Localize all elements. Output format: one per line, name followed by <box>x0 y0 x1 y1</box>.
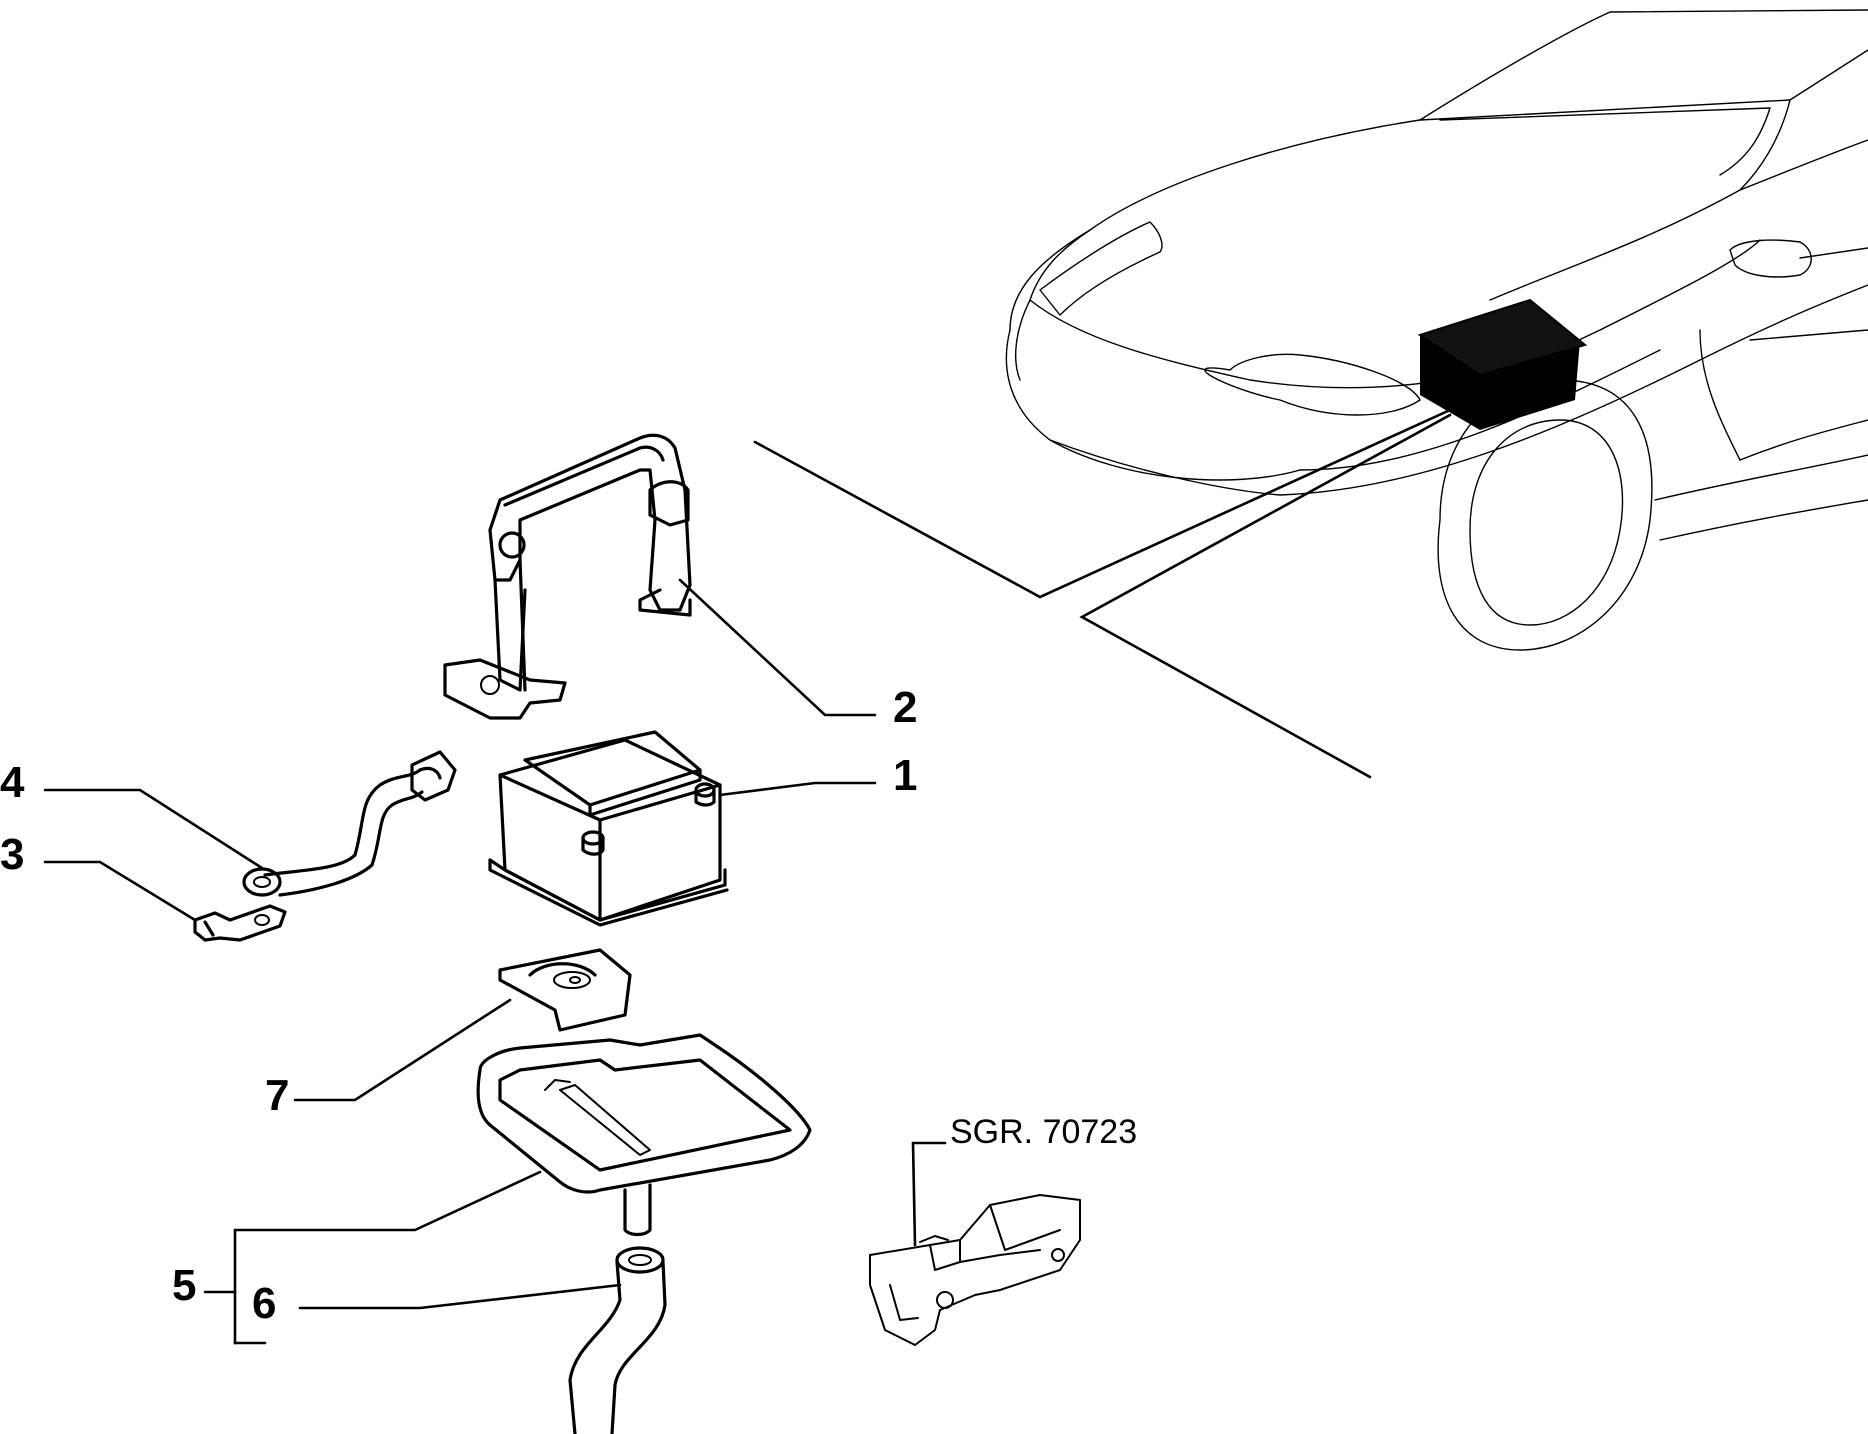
drain-hose <box>568 1246 667 1434</box>
cable-clip <box>193 904 287 942</box>
battery-cable <box>242 750 457 897</box>
battery-tray <box>476 1033 812 1237</box>
leader-lines <box>43 578 947 1345</box>
support-plate <box>498 948 632 1032</box>
car-illustration <box>1005 9 1868 651</box>
location-pointer-lines <box>753 408 1452 779</box>
battery <box>488 730 729 927</box>
battery-bracket <box>443 433 692 720</box>
callout-1: 1 <box>893 751 917 800</box>
callout-7: 7 <box>265 1071 289 1120</box>
reference-assembly <box>869 1194 1081 1346</box>
callout-5: 5 <box>172 1261 196 1310</box>
callout-6: 6 <box>252 1279 276 1328</box>
callout-3: 3 <box>0 830 24 879</box>
callout-4: 4 <box>0 758 25 807</box>
battery-location-marker <box>1417 298 1588 430</box>
reference-label: SGR. 70723 <box>950 1113 1137 1151</box>
callout-2: 2 <box>893 683 917 732</box>
